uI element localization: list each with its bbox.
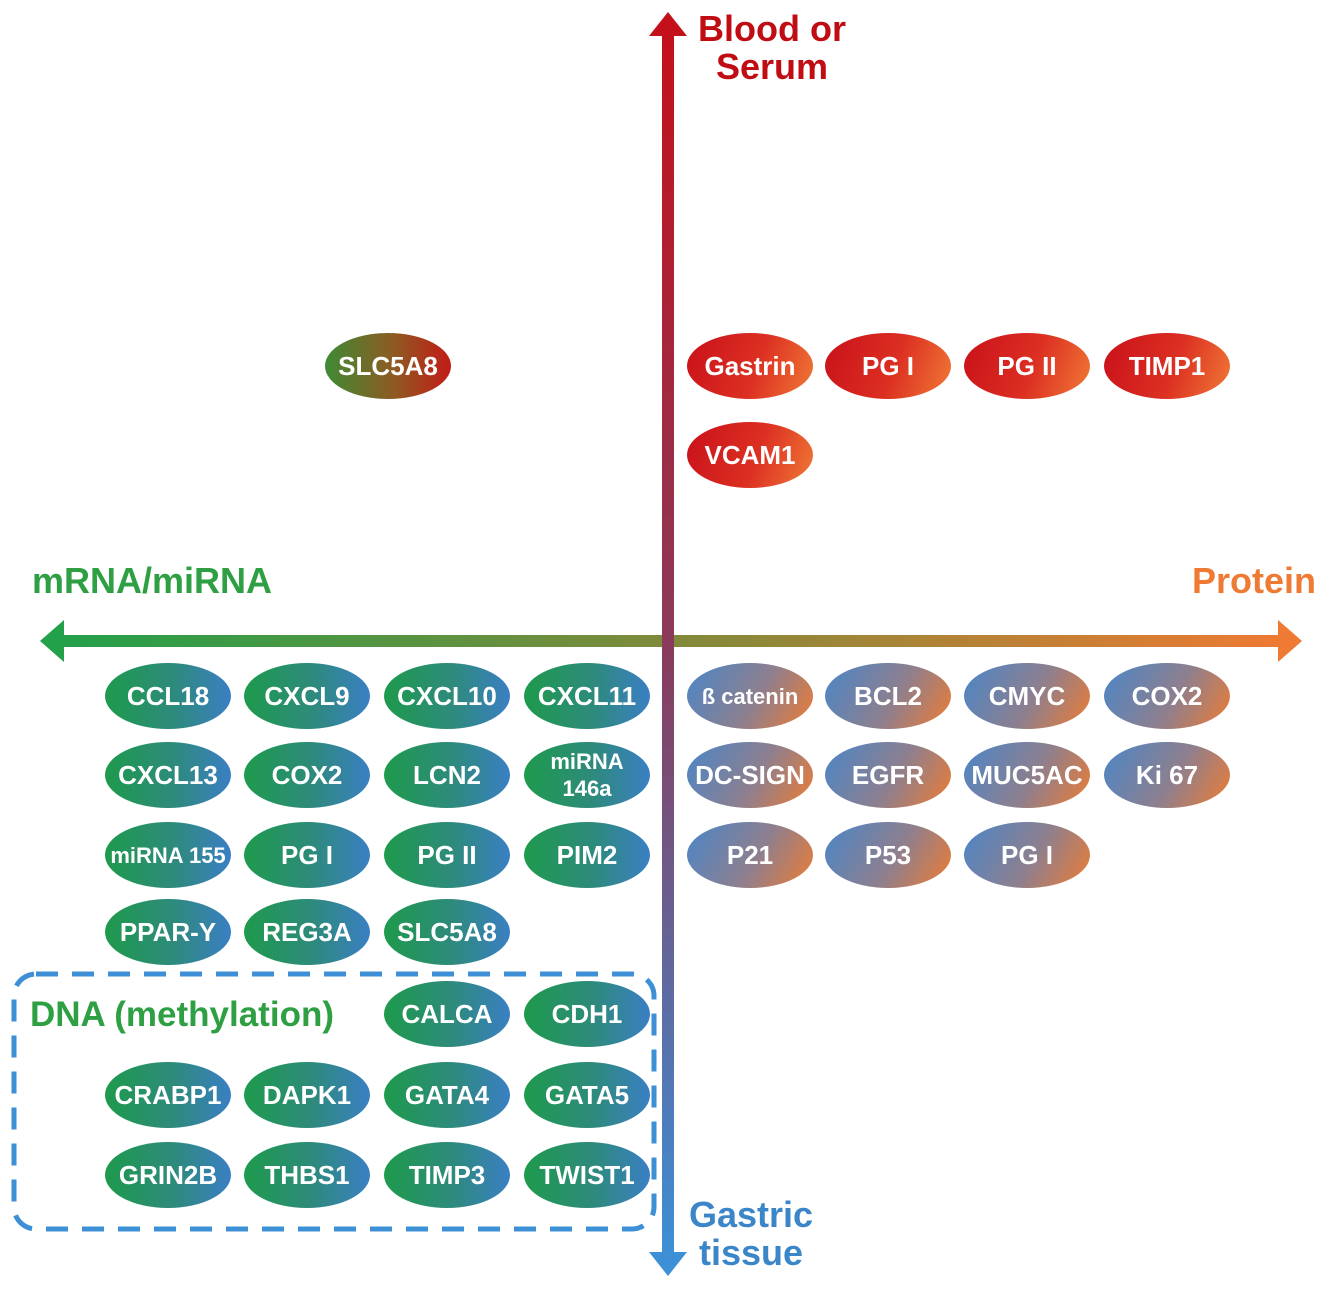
dna-methylation-box bbox=[11, 971, 657, 1232]
marker-tissue-protein-cox2: COX2 bbox=[1104, 663, 1230, 729]
marker-dna-methylation-items-dapk1: DAPK1 bbox=[244, 1062, 370, 1128]
marker-blood-protein-pg-ii: PG II bbox=[964, 333, 1090, 399]
marker-dna-methylation-items-timp3: TIMP3 bbox=[384, 1142, 510, 1208]
marker-blood-protein-vcam1: VCAM1 bbox=[687, 422, 813, 488]
marker-tissue-mrna-mirna-146a: miRNA 146a bbox=[524, 742, 650, 808]
marker-dna-methylation-items-calca: CALCA bbox=[384, 981, 510, 1047]
marker-tissue-protein-cmyc: CMYC bbox=[964, 663, 1090, 729]
y-axis-bottom-arrow bbox=[649, 1252, 687, 1276]
marker-tissue-mrna-pg-ii: PG II bbox=[384, 822, 510, 888]
axis-label-protein: Protein bbox=[1192, 560, 1317, 601]
axis-label-mrna-mirna: mRNA/miRNA bbox=[32, 560, 273, 601]
marker-tissue-mrna-reg3a: REG3A bbox=[244, 899, 370, 965]
marker-tissue-mrna-cxcl10: CXCL10 bbox=[384, 663, 510, 729]
marker-tissue-mrna-ppar-y: PPAR-Y bbox=[105, 899, 231, 965]
marker-blood-mrna-slc5a8: SLC5A8 bbox=[325, 333, 451, 399]
marker-tissue-protein-dc-sign: DC-SIGN bbox=[687, 742, 813, 808]
marker-dna-methylation-items-crabp1: CRABP1 bbox=[105, 1062, 231, 1128]
x-axis-left-arrow bbox=[40, 620, 64, 662]
marker-tissue-mrna-cxcl13: CXCL13 bbox=[105, 742, 231, 808]
marker-tissue-mrna-cox2: COX2 bbox=[244, 742, 370, 808]
marker-tissue-protein-p53: P53 bbox=[825, 822, 951, 888]
marker-tissue-protein-egfr: EGFR bbox=[825, 742, 951, 808]
marker-blood-protein-gastrin: Gastrin bbox=[687, 333, 813, 399]
marker-tissue-mrna-mirna-155: miRNA 155 bbox=[105, 822, 231, 888]
marker-dna-methylation-items-thbs1: THBS1 bbox=[244, 1142, 370, 1208]
marker-dna-methylation-items-twist1: TWIST1 bbox=[524, 1142, 650, 1208]
marker-tissue-protein-muc5ac: MUC5AC bbox=[964, 742, 1090, 808]
marker-tissue-mrna-cxcl9: CXCL9 bbox=[244, 663, 370, 729]
x-axis-right-arrow bbox=[1278, 620, 1302, 662]
marker-dna-methylation-items-gata4: GATA4 bbox=[384, 1062, 510, 1128]
marker-tissue-protein-p21: P21 bbox=[687, 822, 813, 888]
axis-label-blood-serum: Blood or Serum bbox=[698, 8, 846, 87]
marker-tissue-protein-ki-67: Ki 67 bbox=[1104, 742, 1230, 808]
marker-tissue-mrna-cxcl11: CXCL11 bbox=[524, 663, 650, 729]
marker-tissue-mrna-pg-i: PG I bbox=[244, 822, 370, 888]
axis-label-gastric-tissue: Gastric tissue bbox=[688, 1194, 814, 1273]
y-axis-top-arrow bbox=[649, 12, 687, 36]
marker-tissue-protein-pg-i: PG I bbox=[964, 822, 1090, 888]
marker-dna-methylation-items-gata5: GATA5 bbox=[524, 1062, 650, 1128]
marker-tissue-mrna-slc5a8: SLC5A8 bbox=[384, 899, 510, 965]
marker-tissue-mrna-ccl18: CCL18 bbox=[105, 663, 231, 729]
y-axis-line bbox=[662, 30, 674, 1254]
marker-dna-methylation-items-cdh1: CDH1 bbox=[524, 981, 650, 1047]
marker-dna-methylation-items-grin2b: GRIN2B bbox=[105, 1142, 231, 1208]
marker-tissue-protein-bcl2: BCL2 bbox=[825, 663, 951, 729]
marker-blood-protein-timp1: TIMP1 bbox=[1104, 333, 1230, 399]
marker-tissue-mrna-pim2: PIM2 bbox=[524, 822, 650, 888]
dna-methylation-title: DNA (methylation) bbox=[30, 995, 334, 1034]
marker-tissue-mrna-lcn2: LCN2 bbox=[384, 742, 510, 808]
marker-tissue-protein-catenin: ß catenin bbox=[687, 663, 813, 729]
marker-blood-protein-pg-i: PG I bbox=[825, 333, 951, 399]
